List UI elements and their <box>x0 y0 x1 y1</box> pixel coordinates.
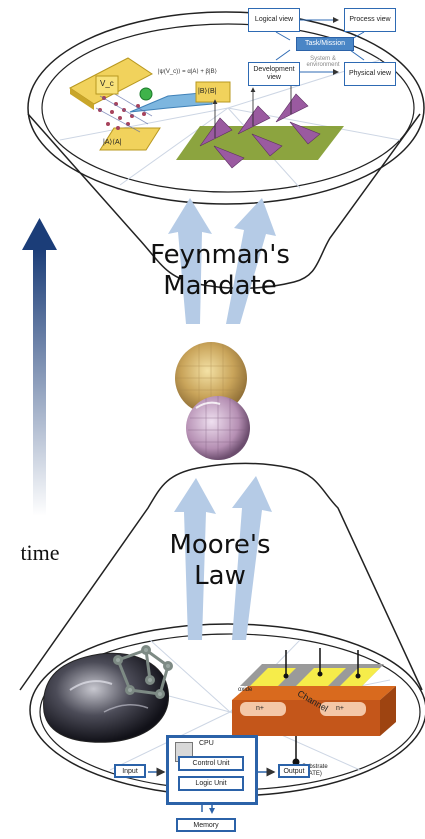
input-box: Input <box>114 764 146 778</box>
moore-line2: Law <box>194 561 246 591</box>
process-view-box: Process view <box>344 8 396 32</box>
logic-unit-box: Logic Unit <box>178 776 244 791</box>
feynman-line2: Mandate <box>163 271 277 301</box>
ket-b-label: |B⟩⟨B| <box>198 88 217 95</box>
task-mission-box: Task/Mission <box>296 37 354 51</box>
oxide-label: oxide <box>238 687 253 693</box>
physical-view-box: Physical view <box>344 62 396 86</box>
n-plus-right-label: n+ <box>336 705 344 712</box>
logical-view-box: Logical view <box>248 8 300 32</box>
memory-box: Memory <box>176 818 236 832</box>
time-arrow <box>22 218 57 516</box>
feynman-arrows <box>168 198 276 324</box>
control-unit-box: Control Unit <box>178 756 244 771</box>
wafer-purple <box>186 396 250 460</box>
substrate-label: Substrate (GATE) <box>302 764 328 777</box>
output-box: Output <box>278 764 310 778</box>
time-label: time <box>20 540 60 565</box>
view-model-arrows <box>275 17 365 75</box>
feynman-label: Feynman's Mandate <box>140 240 300 302</box>
ket-a-label: |A⟩⟨A| <box>103 139 122 146</box>
dirac-cones-image <box>176 75 344 169</box>
n-plus-left-label: n+ <box>256 705 264 712</box>
silicon-rock-image <box>43 645 173 743</box>
moore-label: Moore's Law <box>150 530 290 592</box>
feynman-line1: Feynman's <box>150 240 290 270</box>
moore-arrows <box>174 476 272 640</box>
mosfet-image <box>232 648 396 766</box>
system-environment-text: System & environment <box>306 56 340 68</box>
cpu-label: CPU <box>199 740 214 747</box>
wafer-gold <box>175 342 247 414</box>
cpu-box: CPU Control Unit Logic Unit <box>166 735 258 805</box>
moore-line1: Moore's <box>169 530 271 560</box>
wavefunction-equation: |ψ(V_c)⟩ = α|A⟩ + β|B⟩ <box>158 69 217 75</box>
vc-label: V_c <box>100 79 114 88</box>
qubit-device-image <box>69 57 231 151</box>
development-view-box: Development view <box>248 62 300 86</box>
